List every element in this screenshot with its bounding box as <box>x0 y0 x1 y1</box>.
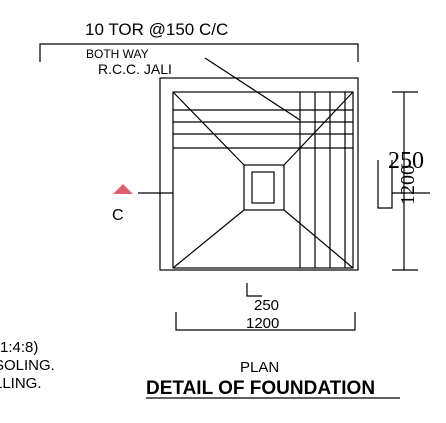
dim-bottom-small: 250 <box>254 297 279 314</box>
jali-label: R.C.C. JALI <box>98 61 172 77</box>
footing-inner <box>172 91 354 269</box>
section-mark: C <box>112 207 124 224</box>
left-note-3: LLING. <box>0 375 42 392</box>
dim-bottom-overall: 1200 <box>246 315 279 332</box>
reinforcement-note-2: BOTH WAY <box>86 47 149 61</box>
plan-subtitle: PLAN <box>240 359 279 376</box>
reinforcement-note: 10 TOR @150 C/C <box>85 20 228 39</box>
dim-right-small: 250 <box>388 148 424 174</box>
footing-outer <box>159 77 359 271</box>
pedestal <box>243 164 285 211</box>
note-bracket <box>39 43 359 62</box>
jali-leader <box>204 57 301 121</box>
left-note-2: SOLING. <box>0 357 55 374</box>
column <box>251 171 275 204</box>
section-marker-icon <box>113 184 133 194</box>
dim-right-overall: 1200 <box>397 165 419 205</box>
left-note-1: 1:4:8) <box>0 339 38 356</box>
drawing-title: DETAIL OF FOUNDATION <box>146 378 375 399</box>
